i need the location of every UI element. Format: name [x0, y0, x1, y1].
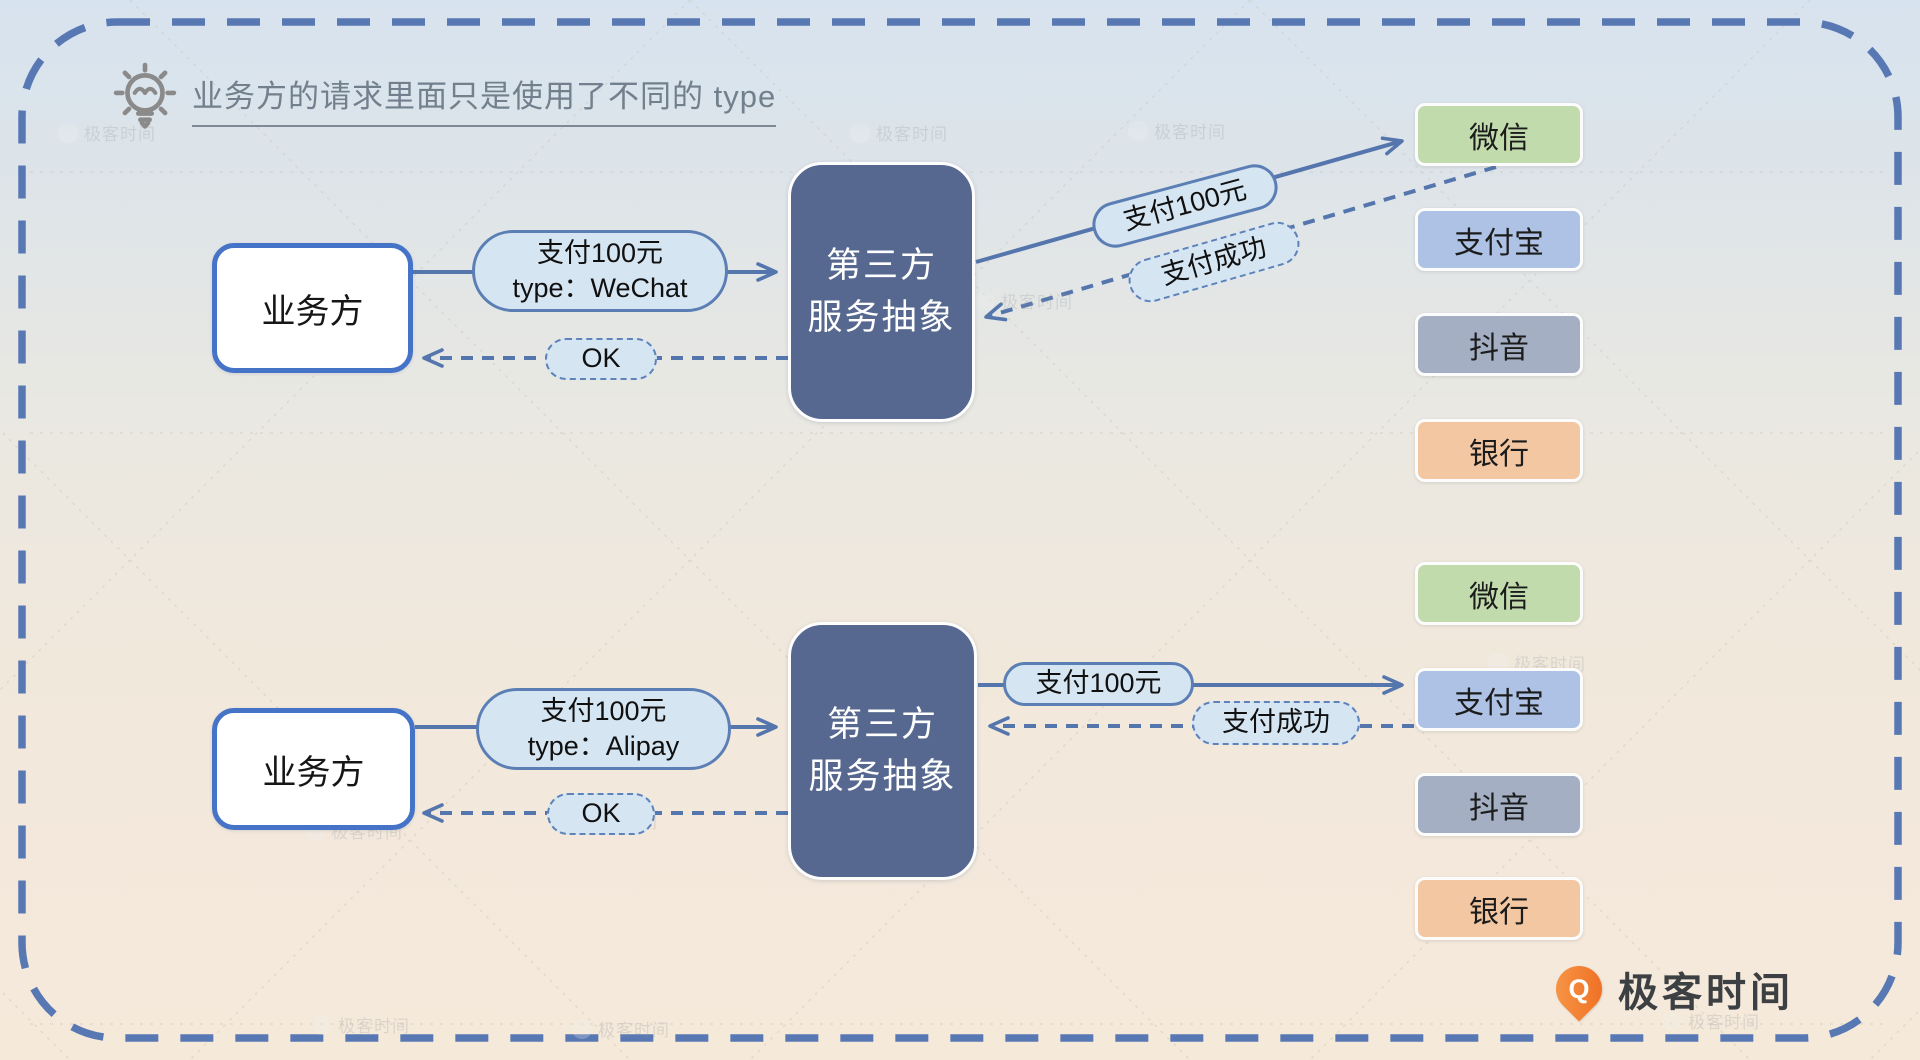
bottom-abstraction-line1: 第三方: [826, 704, 938, 744]
watermark-q-icon: Q: [572, 1018, 592, 1039]
provider-label: 支付宝: [1454, 226, 1544, 260]
top-provider-wechat: 微信: [1415, 103, 1583, 166]
top-response-pill: OK: [545, 338, 657, 380]
bottom-provider-douyin: 抖音: [1415, 773, 1583, 836]
bottom-provider-wechat: 微信: [1415, 562, 1583, 625]
watermark-q-icon: Q: [58, 122, 78, 143]
top-provider-douyin: 抖音: [1415, 313, 1583, 376]
bottom-abstraction-box: 第三方 服务抽象: [788, 622, 977, 880]
geektime-q-icon: Q: [1546, 956, 1612, 1022]
bottom-request-pill: 支付100元 type：Alipay: [476, 688, 731, 770]
bottom-request-line1: 支付100元: [540, 695, 667, 726]
provider-label: 微信: [1469, 580, 1529, 614]
provider-label: 微信: [1469, 121, 1529, 155]
top-request-line1: 支付100元: [536, 237, 664, 268]
provider-label: 抖音: [1469, 331, 1529, 365]
bottom-response-pill: OK: [547, 793, 655, 835]
bottom-business-label: 业务方: [262, 753, 365, 792]
top-request-line2: type：WeChat: [512, 273, 688, 303]
top-request-pill: 支付100元 type：WeChat: [472, 230, 728, 312]
bottom-provider-request-label: 支付100元: [1035, 668, 1162, 699]
top-abstraction-line1: 第三方: [825, 245, 937, 285]
top-business-box: 业务方: [212, 243, 413, 373]
bottom-provider-response-pill: 支付成功: [1192, 701, 1360, 745]
provider-label: 银行: [1469, 437, 1529, 471]
provider-label: 支付宝: [1454, 686, 1544, 720]
top-abstraction-line2: 服务抽象: [807, 298, 956, 337]
watermark-q-icon: Q: [1662, 1010, 1682, 1031]
provider-label: 抖音: [1469, 791, 1529, 825]
top-business-label: 业务方: [261, 292, 364, 331]
bottom-provider-request-pill: 支付100元: [1003, 662, 1194, 706]
note-row: 业务方的请求里面只是使用了不同的 type: [112, 62, 777, 135]
top-provider-bank: 银行: [1415, 419, 1583, 482]
provider-label: 银行: [1469, 895, 1529, 929]
watermark-q-icon: Q: [1488, 652, 1508, 673]
bottom-business-box: 业务方: [212, 708, 415, 830]
watermark-q-icon: Q: [1128, 120, 1148, 141]
top-abstraction-box: 第三方 服务抽象: [788, 162, 975, 422]
top-response-label: OK: [581, 343, 621, 374]
bottom-response-label: OK: [581, 798, 621, 829]
dashed-frame-border: [18, 18, 1902, 1042]
top-provider-response-arrow: [984, 165, 1497, 322]
geektime-logo-text: 极客时间: [1618, 971, 1794, 1015]
note-text: 业务方的请求里面只是使用了不同的 type: [192, 71, 777, 127]
bottom-provider-bank: 银行: [1415, 877, 1583, 940]
top-provider-alipay: 支付宝: [1415, 208, 1583, 271]
bottom-abstraction-line2: 服务抽象: [808, 757, 957, 796]
watermark-q-icon: Q: [312, 1014, 332, 1035]
watermark-q-icon: Q: [975, 290, 995, 311]
bottom-request-line2: type：Alipay: [527, 731, 680, 761]
watermark-q-icon: Q: [850, 122, 870, 143]
lightbulb-icon: [112, 62, 178, 135]
geektime-logo: Q 极客时间: [1546, 956, 1794, 1022]
bottom-provider-response-label: 支付成功: [1222, 707, 1330, 738]
bottom-provider-alipay: 支付宝: [1415, 668, 1583, 731]
